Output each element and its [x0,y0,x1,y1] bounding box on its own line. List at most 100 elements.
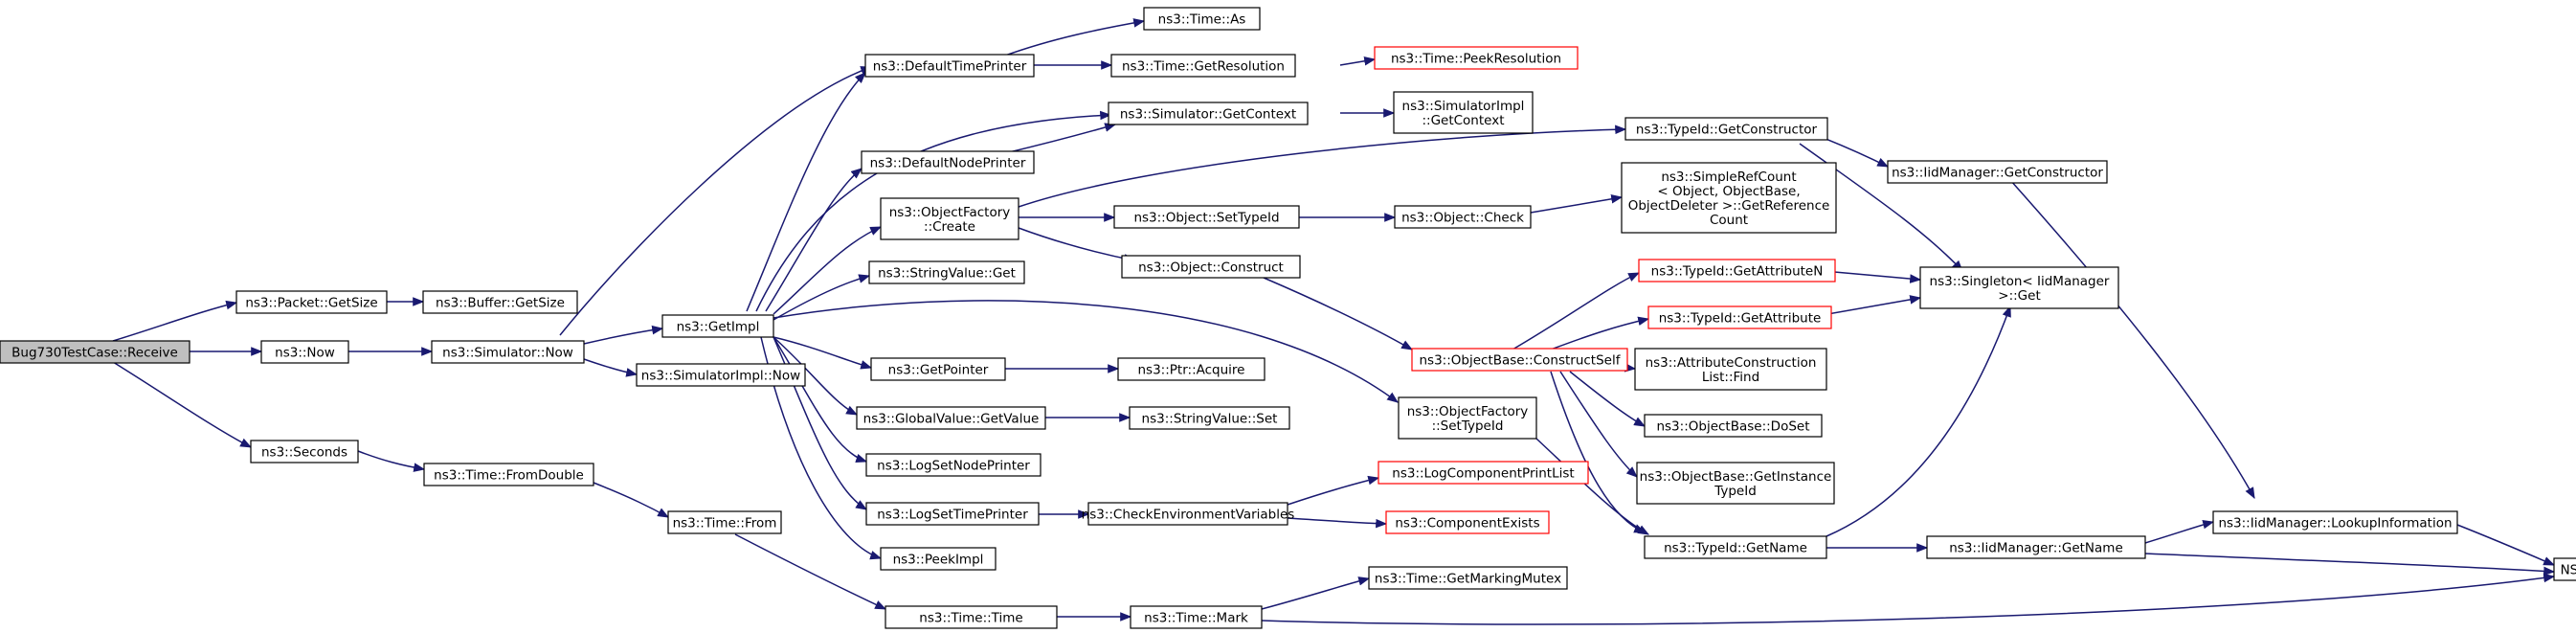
call-node-label: List::Find [1702,370,1759,385]
call-node-box [1129,406,1290,430]
call-node-time-mark[interactable]: ns3::Time::Mark [1130,605,1263,629]
call-node-label: ns3::ObjectFactory [889,205,1011,220]
call-node-box [1636,462,1835,505]
call-node-box [865,502,1040,526]
call-node-label: ns3::TypeId::GetConstructor [1636,123,1818,138]
call-node-logsettimeprinter[interactable]: ns3::LogSetTimePrinter [865,502,1040,526]
call-node-logsetnodeprinter[interactable]: ns3::LogSetNodePrinter [865,453,1042,477]
call-node-label: ns3::Time::FromDouble [434,468,584,484]
call-node-label: ns3::GlobalValue::GetValue [863,412,1040,427]
call-node-box [2212,510,2458,534]
call-node-label: ns3::Ptr::Acquire [1138,363,1245,378]
call-node-seconds[interactable]: ns3::Seconds [250,440,359,463]
call-node-label: ns3::Time::GetResolution [1122,59,1285,75]
call-node-label: ns3::ComponentExists [1395,516,1539,531]
call-node-buffer-getsize[interactable]: ns3::Buffer::GetSize [422,290,578,314]
call-node-time-as[interactable]: ns3::Time::As [1143,7,1261,31]
call-node-time-time[interactable]: ns3::Time::Time [885,605,1058,629]
call-node-label: ns3::Buffer::GetSize [436,296,565,311]
call-node-typeid-getattributen[interactable]: ns3::TypeId::GetAttributeN [1638,259,1836,283]
call-node-label: ns3::DefaultNodePrinter [870,156,1026,171]
call-node-label: ns3::IidManager::GetConstructor [1892,166,2103,181]
call-node-label: ns3::PeekImpl [893,553,984,568]
call-node-box [856,406,1046,430]
call-node-box [1638,259,1836,283]
call-node-object-check[interactable]: ns3::Object::Check [1394,205,1532,229]
call-node-label: TypeId [1714,484,1757,499]
call-node-getresolution[interactable]: ns3::Time::GetResolution [1110,54,1296,78]
call-node-logcomponentprintlist[interactable]: ns3::LogComponentPrintList [1378,461,1589,485]
call-node-bug730[interactable]: Bug730TestCase::Receive [0,340,190,364]
call-node-box [260,340,349,364]
call-node-box [880,547,997,571]
call-nodes: Bug730TestCase::Receive ns3::Packet::GetS… [0,7,2576,629]
call-node-box [1110,54,1296,78]
call-edges [112,18,2556,625]
call-node-label: ns3::Singleton< IidManager [1930,274,2110,289]
call-node-box [1644,535,1827,559]
call-node-objfactory-settypeid[interactable]: ns3::ObjectFactory::SetTypeId [1398,396,1537,440]
call-node-sim-getcontext[interactable]: ns3::Simulator::GetContext [1108,102,1309,125]
call-node-peekresolution[interactable]: ns3::Time::PeekResolution [1374,46,1579,70]
call-node-box [870,357,1006,381]
call-node-box [1121,255,1301,279]
call-node-label: ns3::Object::Check [1401,211,1524,226]
call-node-label: ns3::TypeId::GetName [1664,541,1807,556]
call-node-sim-now[interactable]: ns3::Simulator::Now [431,340,585,364]
call-node-label: ns3::SimulatorImpl [1402,99,1525,114]
call-node-box [1368,566,1568,590]
call-node-time-from[interactable]: ns3::Time::From [667,510,782,534]
call-node-typeid-getname[interactable]: ns3::TypeId::GetName [1644,535,1827,559]
call-node-objfactory-create[interactable]: ns3::ObjectFactory::Create [880,197,1019,240]
call-node-ns-log-logic[interactable]: NS_LOG_LOGIC [2553,557,2576,581]
call-node-label: ::SetTypeId [1432,418,1504,434]
call-node-label: ns3::Time::GetMarkingMutex [1375,572,1561,587]
call-node-iid-lookupinformation[interactable]: ns3::IidManager::LookupInformation [2212,510,2458,534]
call-node-label: ns3::Object::SetTypeId [1133,211,1279,226]
call-node-label: ns3::Time::PeekResolution [1391,52,1561,67]
call-node-typeid-getattribute[interactable]: ns3::TypeId::GetAttribute [1647,305,1832,329]
call-node-constructself[interactable]: ns3::ObjectBase::ConstructSelf [1411,348,1628,372]
call-node-stringvalue-get[interactable]: ns3::StringValue::Get [868,260,1025,284]
call-node-simimpl-getcontext[interactable]: ns3::SimulatorImpl::GetContext [1393,91,1534,134]
call-node-getmarkingmutex[interactable]: ns3::Time::GetMarkingMutex [1368,566,1568,590]
call-node-label: ::Create [924,219,975,235]
call-node-label: ns3::TypeId::GetAttributeN [1651,264,1824,280]
call-node-defaulttimeprinter[interactable]: ns3::DefaultTimePrinter [864,54,1035,78]
call-node-globalvalue-getvalue[interactable]: ns3::GlobalValue::GetValue [856,406,1046,430]
call-node-objectbase-doset[interactable]: ns3::ObjectBase::DoSet [1644,414,1823,438]
call-node-typeid-getconstructor[interactable]: ns3::TypeId::GetConstructor [1624,117,1828,141]
call-node-simimpl-now[interactable]: ns3::SimulatorImpl::Now [636,363,806,387]
call-node-defaultnodeprinter[interactable]: ns3::DefaultNodePrinter [861,150,1035,174]
call-node-box [1624,117,1828,141]
call-node-getpointer[interactable]: ns3::GetPointer [870,357,1006,381]
call-node-fromdouble[interactable]: ns3::Time::FromDouble [423,463,594,486]
call-node-box [1926,535,2146,559]
call-node-stringvalue-set[interactable]: ns3::StringValue::Set [1129,406,1290,430]
call-node-label: ns3::Seconds [261,445,347,461]
call-node-checkenv[interactable]: ns3::CheckEnvironmentVariables [1082,502,1295,526]
call-node-packet-getsize[interactable]: ns3::Packet::GetSize [235,290,388,314]
call-node-now[interactable]: ns3::Now [260,340,349,364]
call-node-object-construct[interactable]: ns3::Object::Construct [1121,255,1301,279]
call-node-ptr-acquire[interactable]: ns3::Ptr::Acquire [1117,357,1266,381]
call-node-object-settypeid[interactable]: ns3::Object::SetTypeId [1113,205,1300,229]
call-node-simplerefcount[interactable]: ns3::SimpleRefCount< Object, ObjectBase,… [1621,162,1837,234]
call-node-iid-getname[interactable]: ns3::IidManager::GetName [1926,535,2146,559]
call-node-label: ns3::LogSetTimePrinter [877,508,1028,523]
call-node-componentexists[interactable]: ns3::ComponentExists [1385,510,1550,534]
call-node-peekimpl[interactable]: ns3::PeekImpl [880,547,997,571]
call-node-label: ns3::DefaultTimePrinter [873,59,1027,75]
call-node-label: ns3::Time::Mark [1144,611,1248,626]
call-node-singleton-get[interactable]: ns3::Singleton< IidManager >::Get [1919,266,2119,309]
call-node-label: Count [1710,213,1748,228]
call-node-box [1374,46,1579,70]
call-node-iid-getconstructor[interactable]: ns3::IidManager::GetConstructor [1887,160,2108,184]
call-node-getimpl[interactable]: ns3::GetImpl [661,314,774,338]
call-node-box [1398,396,1537,440]
call-node-label: ns3::ObjectBase::ConstructSelf [1420,353,1622,369]
